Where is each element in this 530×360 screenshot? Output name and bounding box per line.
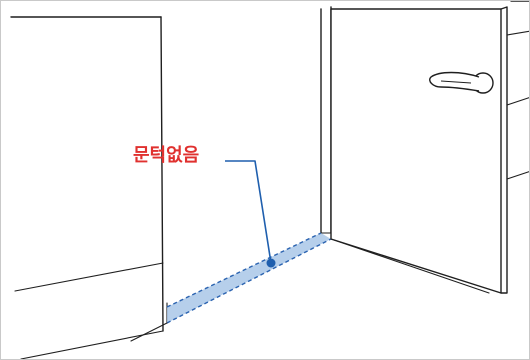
door-slab bbox=[330, 8, 502, 294]
left-wall bbox=[10, 16, 164, 359]
door bbox=[330, 6, 508, 294]
threshold-strip bbox=[166, 232, 332, 324]
flat-threshold-area bbox=[167, 233, 331, 323]
no-threshold-label: 문턱없음 bbox=[133, 145, 200, 166]
threshold-top-edge bbox=[166, 232, 322, 308]
right-wall bbox=[506, 1, 529, 180]
callout-leader bbox=[225, 160, 276, 268]
threshold-bottom-edge bbox=[166, 238, 332, 324]
door-handle-icon bbox=[429, 71, 494, 94]
callout-anchor-dot bbox=[266, 258, 276, 268]
